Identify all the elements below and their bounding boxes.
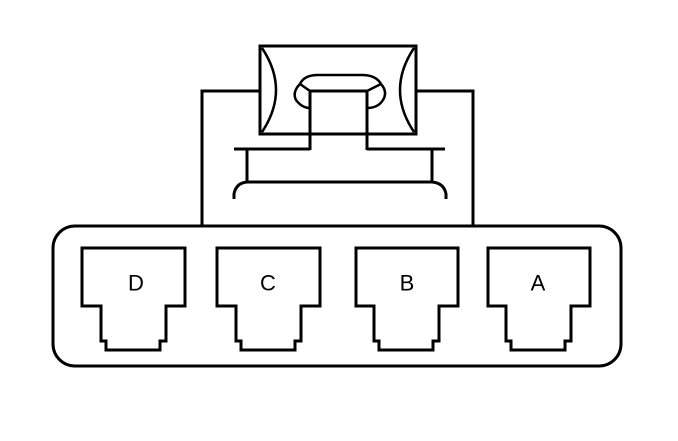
locking-latch xyxy=(258,44,418,150)
connector-collar xyxy=(232,147,448,199)
cavity-label-c: C xyxy=(260,271,276,296)
connector-rear-body xyxy=(200,89,475,226)
connector-housing xyxy=(51,224,623,368)
cavity-b: B xyxy=(354,246,460,352)
cavity-c: C xyxy=(215,246,322,352)
cavity-label-b: B xyxy=(400,271,415,296)
cavity-label-a: A xyxy=(531,271,546,296)
cavity-a: A xyxy=(486,246,592,352)
cavity-label-d: D xyxy=(128,271,144,296)
cavity-d: D xyxy=(80,246,187,352)
